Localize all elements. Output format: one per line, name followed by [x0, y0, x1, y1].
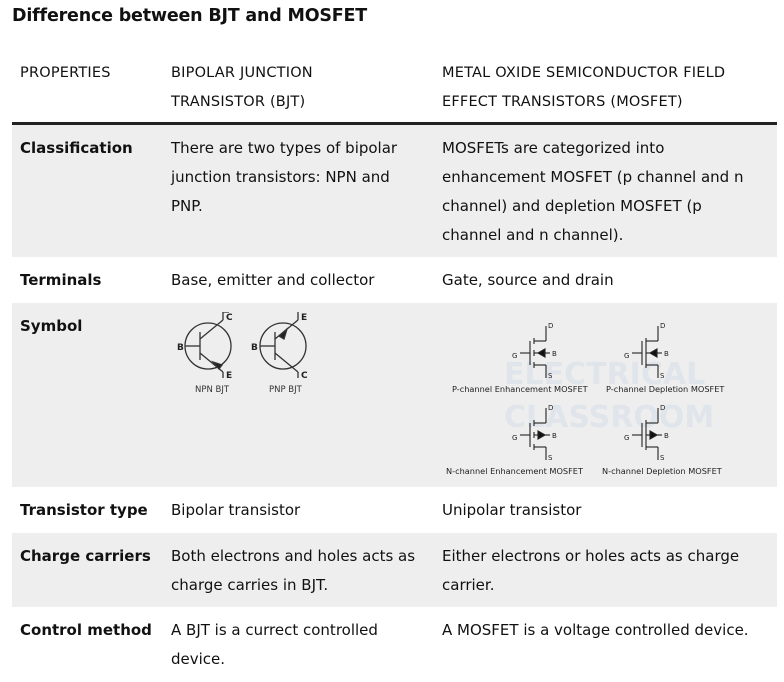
- table-row-terminals: Terminals Base, emitter and collector Ga…: [12, 257, 777, 303]
- pin-label: S: [548, 372, 553, 380]
- npn-pin-c: C: [226, 313, 233, 323]
- header-mosfet: METAL OXIDE SEMICONDUCTOR FIELD EFFECT T…: [442, 59, 777, 122]
- bjt-cell: Both electrons and holes acts as charge …: [171, 542, 442, 607]
- header-properties: PROPERTIES: [12, 59, 171, 122]
- pin-label: D: [548, 404, 553, 412]
- npn-pin-e: E: [226, 371, 232, 381]
- mosfet-cell: Unipolar transistor: [442, 501, 582, 519]
- pin-label: G: [624, 352, 629, 360]
- property-cell: Charge carriers: [20, 547, 151, 565]
- npn-pin-b: B: [177, 343, 184, 353]
- mosfet-line: channel and n channel).: [442, 226, 624, 244]
- pnp-label: PNP BJT: [269, 385, 303, 395]
- table-row-symbol: Symbol B C: [12, 303, 777, 487]
- pin-label: B: [552, 432, 557, 440]
- pin-label: S: [548, 454, 553, 462]
- pnp-pin-e: E: [301, 313, 307, 323]
- p-channel-depletion-symbol: [632, 326, 662, 378]
- header-properties-label: PROPERTIES: [20, 65, 111, 81]
- table-header-row: PROPERTIES BIPOLAR JUNCTION TRANSISTOR (…: [12, 53, 777, 125]
- header-bjt-line: BIPOLAR JUNCTION: [171, 65, 313, 81]
- bjt-cell: There are two types of bipolar junction …: [171, 134, 442, 257]
- table-row-control-method: Control method A BJT is a currect contro…: [12, 607, 777, 682]
- bjt-line: There are two types of bipolar: [171, 139, 398, 157]
- page-title: Difference between BJT and MOSFET: [12, 6, 368, 26]
- n-channel-depletion-symbol: [632, 408, 662, 460]
- pin-label: G: [624, 434, 629, 442]
- mosfet-line: channel) and depletion MOSFET (p: [442, 197, 702, 215]
- table-row-transistor-type: Transistor type Bipolar transistor Unipo…: [12, 487, 777, 533]
- bjt-line: PNP.: [171, 197, 203, 215]
- table-row-charge-carriers: Charge carriers Both electrons and holes…: [12, 533, 777, 607]
- npn-label: NPN BJT: [195, 385, 230, 395]
- p-channel-enhancement-symbol: [520, 326, 550, 378]
- table-row-classification: Classification There are two types of bi…: [12, 125, 777, 257]
- pin-label: B: [552, 350, 557, 358]
- mosfet-caption-p-enhancement: P-channel Enhancement MOSFET: [452, 384, 589, 394]
- header-bjt-line: TRANSISTOR (BJT): [171, 94, 306, 110]
- bjt-symbol-cell: B C E NPN BJT B: [171, 311, 442, 487]
- mosfet-symbols-diagram: ELECTRICAL CLASSROOM: [446, 322, 725, 476]
- pin-label: G: [512, 352, 517, 360]
- bjt-line: A BJT is a currect controlled: [171, 621, 378, 639]
- comparison-table: PROPERTIES BIPOLAR JUNCTION TRANSISTOR (…: [12, 53, 777, 682]
- pin-label: S: [660, 372, 665, 380]
- pnp-pin-c: C: [301, 371, 308, 381]
- mosfet-caption-p-depletion: P-channel Depletion MOSFET: [606, 384, 725, 394]
- bjt-line: Both electrons and holes acts as: [171, 547, 416, 565]
- header-mosfet-line: METAL OXIDE SEMICONDUCTOR FIELD: [442, 65, 726, 81]
- mosfet-cell: MOSFETs are categorized into enhancement…: [442, 134, 777, 257]
- bjt-symbols-diagram: B C E NPN BJT B: [177, 311, 308, 395]
- pin-label: D: [548, 322, 553, 330]
- mosfet-caption-n-depletion: N-channel Depletion MOSFET: [602, 466, 723, 476]
- header-mosfet-line: EFFECT TRANSISTORS (MOSFET): [442, 94, 683, 110]
- property-cell: Control method: [20, 621, 152, 639]
- mosfet-cell: Gate, source and drain: [442, 271, 614, 289]
- watermark-line: ELECTRICAL: [504, 357, 705, 392]
- property-cell: Classification: [20, 139, 133, 157]
- mosfet-caption-n-enhancement: N-channel Enhancement MOSFET: [446, 466, 584, 476]
- npn-bjt-symbol: [184, 311, 232, 378]
- pin-label: S: [660, 454, 665, 462]
- pin-label: D: [660, 404, 665, 412]
- pnp-bjt-symbol: [259, 312, 307, 378]
- mosfet-cell: Either electrons or holes acts as charge…: [442, 542, 777, 607]
- property-cell: Transistor type: [20, 501, 148, 519]
- pin-label: B: [664, 432, 669, 440]
- bjt-line: device.: [171, 650, 226, 668]
- bjt-line: junction transistors: NPN and: [171, 168, 390, 186]
- mosfet-line: carrier.: [442, 576, 495, 594]
- mosfet-line: MOSFETs are categorized into: [442, 139, 665, 157]
- pnp-pin-b: B: [251, 343, 258, 353]
- n-channel-enhancement-symbol: [520, 408, 550, 460]
- pin-label: D: [660, 322, 665, 330]
- pin-label: B: [664, 350, 669, 358]
- pin-label: G: [512, 434, 517, 442]
- bjt-cell: Bipolar transistor: [171, 501, 301, 519]
- mosfet-line: Either electrons or holes acts as charge: [442, 547, 740, 565]
- property-cell: Symbol: [20, 317, 83, 335]
- mosfet-line: enhancement MOSFET (p channel and n: [442, 168, 744, 186]
- bjt-cell: Base, emitter and collector: [171, 271, 375, 289]
- property-cell: Terminals: [20, 271, 102, 289]
- watermark-line: CLASSROOM: [504, 400, 714, 435]
- bjt-cell: A BJT is a currect controlled device.: [171, 616, 442, 682]
- header-bjt: BIPOLAR JUNCTION TRANSISTOR (BJT): [171, 59, 442, 122]
- bjt-line: charge carries in BJT.: [171, 576, 329, 594]
- mosfet-cell: A MOSFET is a voltage controlled device.: [442, 621, 749, 639]
- mosfet-symbol-cell: ELECTRICAL CLASSROOM: [442, 312, 777, 487]
